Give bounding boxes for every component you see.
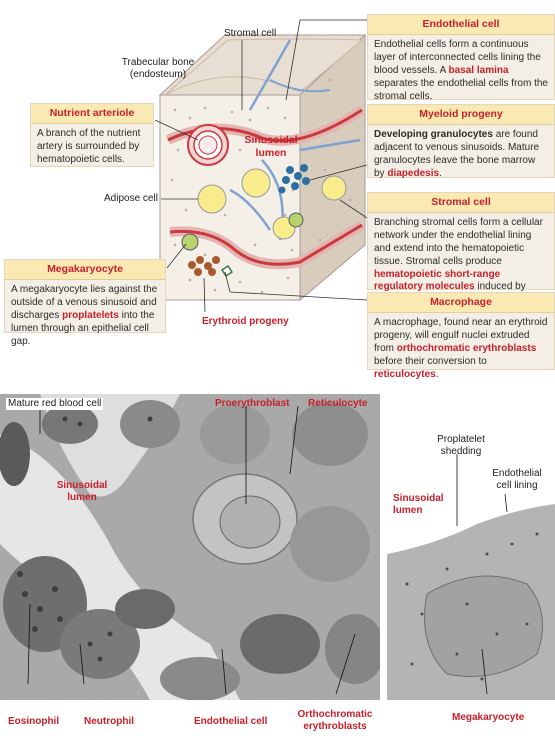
micrograph-left-illustration bbox=[0, 394, 380, 700]
stromal-text-a: Branching stromal cells form a cellular … bbox=[374, 217, 543, 267]
label-orthochromatic-1: Orthochromatic bbox=[297, 709, 373, 720]
myeloid-text-b: are found adjacent to venous sinusoids. … bbox=[374, 129, 540, 179]
callout-stromal-title: Stromal cell bbox=[368, 193, 554, 214]
label-reticulocyte: Reticulocyte bbox=[308, 398, 368, 409]
callout-endothelial-cell: Endothelial cell Endothelial cells form … bbox=[367, 14, 555, 102]
label-sinusoidal-lumen-right: Sinusoidal lumen bbox=[393, 493, 444, 517]
label-proplatelet-1: Proplatelet bbox=[437, 434, 485, 445]
myeloid-text-d: . bbox=[439, 167, 442, 179]
callout-nutrient-body: A branch of the nutrient artery is surro… bbox=[37, 128, 141, 166]
callout-macrophage-body: A macrophage, found near an erythroid pr… bbox=[368, 313, 554, 386]
label-endothelial-cell-lining: Endothelial cell lining bbox=[480, 468, 554, 492]
macrophage-text-e: . bbox=[435, 368, 439, 380]
label-lumen-3: lumen bbox=[393, 505, 423, 516]
label-stromal-cell-top: Stromal cell bbox=[224, 28, 277, 39]
label-eosinophil: Eosinophil bbox=[8, 716, 60, 727]
callout-macrophage: Macrophage A macrophage, found near an e… bbox=[367, 292, 555, 380]
macrophage-reticulocytes: reticulocytes bbox=[374, 368, 436, 380]
endothelial-basal-lamina: basal lamina bbox=[448, 65, 509, 77]
endothelial-text-2c: separates the endothelial cells from the… bbox=[374, 77, 548, 102]
label-proerythroblast: Proerythroblast bbox=[215, 398, 290, 409]
myeloid-diapedesis: diapedesis bbox=[387, 167, 440, 179]
label-lumen-2: lumen bbox=[67, 492, 97, 503]
endothelial-text-1: Endothelial cells form a continuous laye… bbox=[374, 39, 541, 77]
label-endothelial-cell-left: Endothelial cell bbox=[194, 716, 268, 727]
myeloid-text-a: Developing granulocytes bbox=[374, 129, 493, 141]
label-endosteum: (endosteum) bbox=[129, 69, 187, 80]
bone-marrow-block-illustration bbox=[154, 19, 368, 313]
callout-megakaryocyte-body: A megakaryocyte lies against the outside… bbox=[5, 280, 165, 353]
label-endothelial-2: cell lining bbox=[496, 480, 538, 491]
label-endothelial-1: Endothelial bbox=[492, 468, 542, 479]
megakaryocyte-proplatelets: proplatelets bbox=[62, 310, 119, 322]
label-orthochromatic-erythroblasts: Orthochromatic erythroblasts bbox=[290, 709, 380, 733]
label-adipose-cell: Adipose cell bbox=[104, 193, 158, 204]
macrophage-text-c: before their conversion to bbox=[374, 355, 487, 367]
label-proplatelet-shedding: Proplatelet shedding bbox=[426, 434, 496, 458]
callout-stromal-cell: Stromal cell Branching stromal cells for… bbox=[367, 192, 555, 305]
label-trabecular-bone-line1: Trabecular bone bbox=[121, 57, 195, 68]
macrophage-text-a: A macrophage, found near an erythroid pr… bbox=[374, 317, 548, 355]
callout-macrophage-title: Macrophage bbox=[368, 293, 554, 314]
label-sinusoidal-2: Sinusoidal bbox=[56, 480, 108, 491]
label-proplatelet-2: shedding bbox=[440, 446, 482, 457]
megakaryocyte-text-c: into the lumen through an epithelial cel… bbox=[11, 310, 155, 347]
callout-nutrient-title: Nutrient arteriole bbox=[31, 104, 153, 125]
callout-nutrient-arteriole: Nutrient arteriole A branch of the nutri… bbox=[30, 103, 154, 167]
callout-megakaryocyte-title: Megakaryocyte bbox=[5, 260, 165, 281]
label-sinusoidal-1: Sinusoidal bbox=[244, 134, 298, 146]
label-megakaryocyte-right: Megakaryocyte bbox=[452, 712, 525, 723]
micrograph-right-illustration bbox=[387, 394, 555, 700]
endothelial-text-2a: A bbox=[439, 65, 449, 77]
callout-endothelial-body: Endothelial cells form a continuous laye… bbox=[368, 35, 554, 108]
label-neutrophil: Neutrophil bbox=[84, 716, 134, 727]
label-erythroid-progeny: Erythroid progeny bbox=[202, 316, 289, 327]
callout-myeloid-progeny: Myeloid progeny Developing granulocytes … bbox=[367, 104, 555, 179]
label-trabecular-bone: Trabecular bone (endosteum) bbox=[108, 57, 208, 81]
stromal-regulatory-molecules: hematopoietic short-range regulatory mol… bbox=[374, 268, 501, 293]
callout-myeloid-body: Developing granulocytes are found adjace… bbox=[368, 125, 554, 185]
callout-endothelial-title: Endothelial cell bbox=[368, 15, 554, 36]
megakaryocyte-text-a: A megakaryocyte lies against the outside… bbox=[11, 284, 158, 322]
label-mature-red-blood-cell: Mature red blood cell bbox=[6, 398, 104, 410]
callout-myeloid-title: Myeloid progeny bbox=[368, 105, 554, 126]
micrograph-left bbox=[0, 394, 380, 700]
label-sinusoidal-3: Sinusoidal bbox=[393, 493, 444, 504]
callout-megakaryocyte: Megakaryocyte A megakaryocyte lies again… bbox=[4, 259, 166, 347]
label-sinusoidal-lumen-left: Sinusoidal lumen bbox=[42, 480, 122, 504]
label-sinusoidal-lumen-diagram: Sinusoidal lumen bbox=[236, 134, 306, 159]
macrophage-orthochromatic: orthochromatic erythroblasts bbox=[396, 343, 537, 355]
label-orthochromatic-2: erythroblasts bbox=[303, 721, 367, 732]
label-lumen-1: lumen bbox=[255, 146, 287, 159]
micrograph-right bbox=[387, 394, 555, 700]
